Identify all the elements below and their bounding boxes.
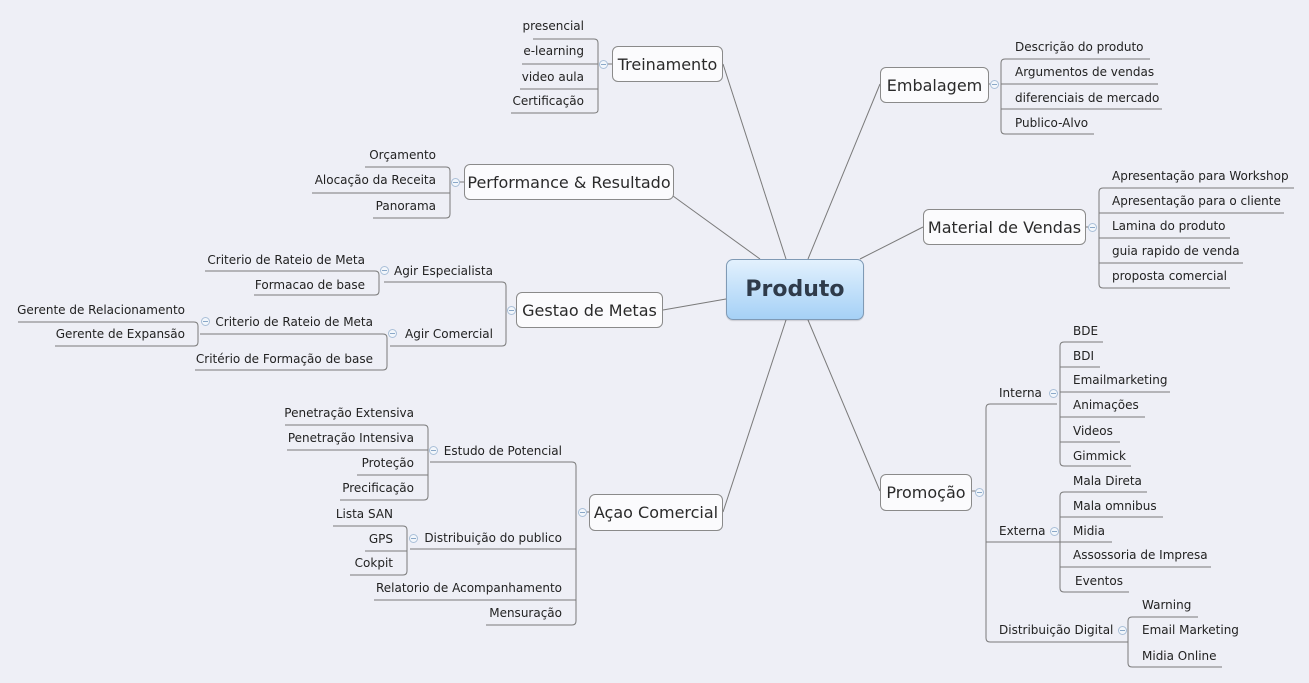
- topic-acao-comercial[interactable]: Açao Comercial: [589, 494, 723, 531]
- subtopic-descricao-produto[interactable]: Descrição do produto: [1015, 40, 1144, 54]
- collapse-icon[interactable]: [388, 329, 397, 338]
- subtopic-argumentos-vendas[interactable]: Argumentos de vendas: [1015, 65, 1155, 79]
- subtopic-gerente-relacionamento[interactable]: Gerente de Relacionamento: [17, 303, 185, 317]
- subtopic-mala-omnibus[interactable]: Mala omnibus: [1073, 499, 1157, 513]
- topic-embalagem[interactable]: Embalagem: [880, 67, 989, 103]
- subtopic-criterio-rateio-comercial[interactable]: Criterio de Rateio de Meta: [215, 315, 373, 329]
- subtopic-publico-alvo[interactable]: Publico-Alvo: [1015, 116, 1089, 130]
- subtopic-agir-comercial[interactable]: Agir Comercial: [405, 327, 493, 341]
- subtopic-agir-especialista[interactable]: Agir Especialista: [393, 264, 493, 278]
- subtopic-email-marketing[interactable]: Email Marketing: [1142, 623, 1239, 637]
- subtopic-relatorio-acompanhamento[interactable]: Relatorio de Acompanhamento: [375, 581, 562, 595]
- subtopic-lista-san[interactable]: Lista SAN: [335, 507, 393, 521]
- subtopic-mala-direta[interactable]: Mala Direta: [1073, 474, 1142, 488]
- collapse-icon[interactable]: [507, 306, 516, 315]
- subtopic-bdi[interactable]: BDI: [1073, 349, 1095, 363]
- topic-performance-resultado[interactable]: Performance & Resultado: [464, 164, 674, 200]
- subtopic-presencial[interactable]: presencial: [522, 19, 584, 33]
- subtopic-cokpit[interactable]: Cokpit: [354, 556, 393, 570]
- subtopic-criterio-formacao-base[interactable]: Critério de Formação de base: [195, 352, 373, 366]
- subtopic-assossoria-impresa[interactable]: Assossoria de Impresa: [1073, 548, 1208, 562]
- subtopic-emailmarketing[interactable]: Emailmarketing: [1073, 373, 1168, 387]
- subtopic-mensuracao[interactable]: Mensuração: [489, 606, 562, 620]
- subtopic-gimmick[interactable]: Gimmick: [1073, 449, 1126, 463]
- subtopic-penetracao-intensiva[interactable]: Penetração Intensiva: [287, 431, 414, 445]
- subtopic-animacoes[interactable]: Animações: [1073, 398, 1139, 412]
- subtopic-orcamento[interactable]: Orçamento: [369, 148, 436, 162]
- collapse-icon[interactable]: [201, 317, 210, 326]
- subtopic-warning[interactable]: Warning: [1142, 598, 1192, 612]
- subtopic-guia-rapido-venda[interactable]: guia rapido de venda: [1112, 244, 1240, 258]
- collapse-icon[interactable]: [975, 488, 984, 497]
- collapse-icon[interactable]: [1088, 223, 1097, 232]
- collapse-icon[interactable]: [429, 446, 438, 455]
- collapse-icon[interactable]: [990, 80, 999, 89]
- topic-gestao-metas[interactable]: Gestao de Metas: [516, 292, 663, 328]
- subtopic-distribuicao-digital[interactable]: Distribuição Digital: [999, 623, 1114, 637]
- collapse-icon[interactable]: [1050, 527, 1059, 536]
- collapse-icon[interactable]: [1049, 389, 1058, 398]
- collapse-icon[interactable]: [380, 266, 389, 275]
- topic-promocao[interactable]: Promoção: [880, 474, 972, 511]
- subtopic-e-learning[interactable]: e-learning: [523, 44, 584, 58]
- central-topic-produto[interactable]: Produto: [726, 259, 864, 320]
- subtopic-midia-online[interactable]: Midia Online: [1142, 649, 1217, 663]
- subtopic-criterio-rateio[interactable]: Criterio de Rateio de Meta: [207, 253, 365, 267]
- subtopic-midia[interactable]: Midia: [1073, 524, 1105, 538]
- collapse-icon[interactable]: [451, 178, 460, 187]
- subtopic-externa[interactable]: Externa: [999, 524, 1046, 538]
- subtopic-diferenciais-mercado[interactable]: diferenciais de mercado: [1015, 91, 1160, 105]
- collapse-icon[interactable]: [578, 508, 587, 517]
- subtopic-panorama[interactable]: Panorama: [375, 199, 436, 213]
- subtopic-interna[interactable]: Interna: [999, 386, 1042, 400]
- subtopic-estudo-potencial[interactable]: Estudo de Potencial: [443, 444, 562, 458]
- subtopic-certificacao[interactable]: Certificação: [512, 94, 584, 108]
- subtopic-gps[interactable]: GPS: [368, 532, 393, 546]
- subtopic-protecao[interactable]: Proteção: [361, 456, 414, 470]
- subtopic-videos[interactable]: Videos: [1073, 424, 1113, 438]
- collapse-icon[interactable]: [409, 534, 418, 543]
- subtopic-video-aula[interactable]: video aula: [521, 70, 584, 84]
- subtopic-proposta-comercial[interactable]: proposta comercial: [1112, 269, 1228, 283]
- topic-material-vendas[interactable]: Material de Vendas: [923, 209, 1086, 245]
- topic-treinamento[interactable]: Treinamento: [612, 46, 723, 82]
- subtopic-precificacao[interactable]: Precificação: [342, 481, 414, 495]
- subtopic-formacao-base[interactable]: Formacao de base: [254, 278, 365, 292]
- subtopic-penetracao-extensiva[interactable]: Penetração Extensiva: [284, 406, 414, 420]
- subtopic-eventos[interactable]: Eventos: [1075, 574, 1123, 588]
- subtopic-alocacao-receita[interactable]: Alocação da Receita: [314, 173, 436, 187]
- subtopic-apresentacao-workshop[interactable]: Apresentação para Workshop: [1112, 169, 1289, 183]
- subtopic-bde[interactable]: BDE: [1073, 324, 1099, 338]
- collapse-icon[interactable]: [1118, 626, 1127, 635]
- subtopic-lamina-produto[interactable]: Lamina do produto: [1112, 219, 1226, 233]
- subtopic-apresentacao-cliente[interactable]: Apresentação para o cliente: [1112, 194, 1281, 208]
- collapse-icon[interactable]: [599, 60, 608, 69]
- subtopic-distribuicao-publico[interactable]: Distribuição do publico: [424, 531, 562, 545]
- subtopic-gerente-expansao[interactable]: Gerente de Expansão: [55, 327, 185, 341]
